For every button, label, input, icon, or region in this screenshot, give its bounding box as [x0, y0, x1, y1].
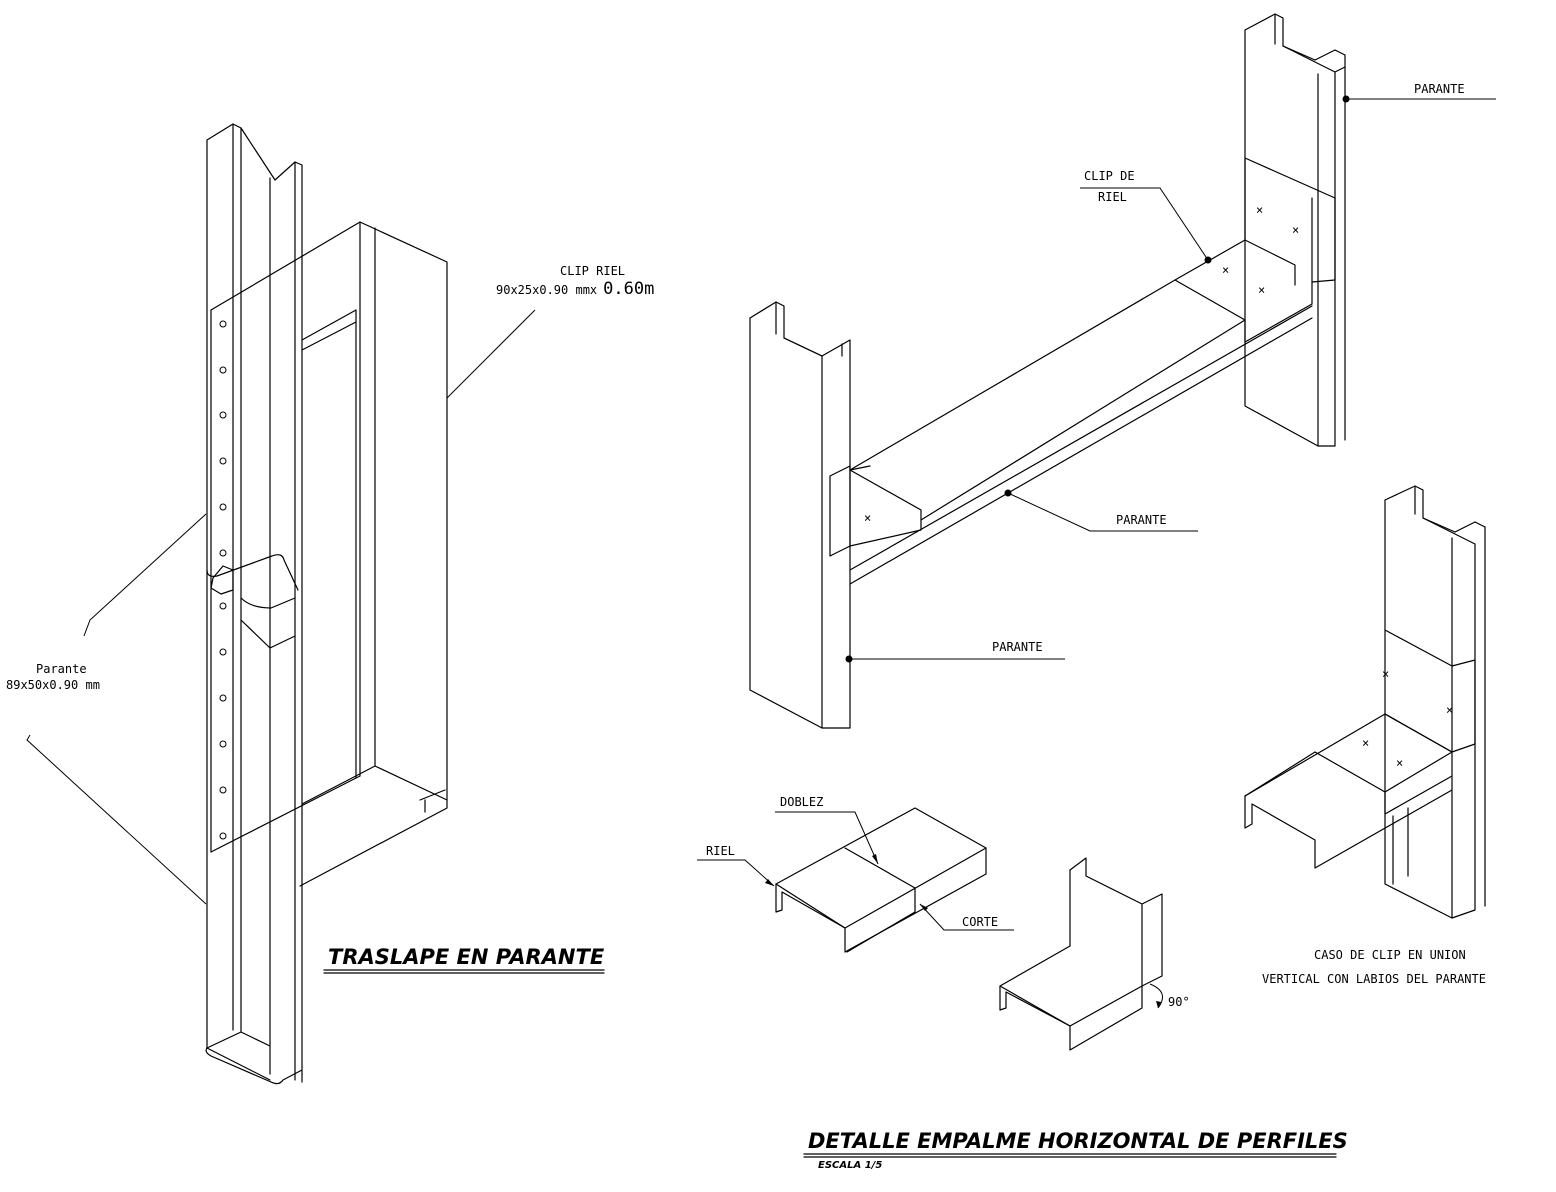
stud-label-line1: Parante: [36, 662, 87, 676]
label-clip-line1: CLIP DE: [1084, 169, 1135, 183]
screw-icon: [219, 648, 227, 656]
stud-top-right: [1244, 13, 1346, 447]
caption-line1: CASO DE CLIP EN UNION: [1314, 948, 1466, 962]
caption-line2: VERTICAL CON LABIOS DEL PARANTE: [1262, 972, 1486, 986]
label-doblez: DOBLEZ: [780, 795, 823, 809]
right-title: DETALLE EMPALME HORIZONTAL DE PERFILES: [808, 1129, 1348, 1153]
screw-icon: [219, 411, 227, 419]
scale-label: ESCALA 1/5: [818, 1160, 882, 1171]
left-title: TRASLAPE EN PARANTE: [328, 945, 605, 969]
stud-horizontal: [849, 239, 1313, 585]
clip-label-line1: CLIP RIEL: [560, 264, 625, 278]
track-cut-piece: [697, 807, 1014, 953]
stud-profile: [205, 123, 303, 1085]
screw-icon: ×: [1362, 736, 1369, 750]
screw-icon: [219, 457, 227, 465]
screw-icon: ×: [1382, 667, 1389, 681]
label-clip-line2: RIEL: [1098, 190, 1127, 204]
label-parante-top: PARANTE: [1414, 82, 1465, 96]
clip-left: [829, 465, 922, 557]
screw-icon: [219, 694, 227, 702]
screws-right: × × × × ×: [864, 203, 1299, 525]
stud-left: [749, 301, 851, 729]
screw-icon: ×: [1396, 756, 1403, 770]
screw-icon: [219, 602, 227, 610]
screw-icon: ×: [1292, 223, 1299, 237]
screw-icon: [219, 366, 227, 374]
screw-icon: [219, 503, 227, 511]
lap-splice: [206, 554, 299, 649]
label-parante-mid: PARANTE: [1116, 513, 1167, 527]
horizontal-splice-detail: × × × × × PARANTE CLIP DE RIEL PARANTE P…: [697, 13, 1496, 1171]
screw-icon: [219, 549, 227, 557]
screw-icon: [219, 832, 227, 840]
screw-icon: [219, 320, 227, 328]
bent-track-piece: [999, 857, 1163, 1051]
screw-icon: ×: [1446, 703, 1453, 717]
label-parante-left: PARANTE: [992, 640, 1043, 654]
leaders-right: [845, 95, 1496, 663]
label-corte: CORTE: [962, 915, 998, 929]
vertical-junction-clip: × × × ×: [1244, 485, 1486, 919]
screw-icon: ×: [1256, 203, 1263, 217]
screw-icon: [219, 786, 227, 794]
screw-icon: [219, 740, 227, 748]
label-riel: RIEL: [706, 844, 735, 858]
screw-icon: ×: [1258, 283, 1265, 297]
screw-hole-column: [219, 320, 227, 840]
screw-icon: ×: [864, 511, 871, 525]
clip-track-box: [210, 221, 448, 887]
label-angle: 90°: [1168, 995, 1190, 1009]
leaders-left: [26, 309, 536, 905]
screw-icon: ×: [1222, 263, 1229, 277]
stud-label-line2: 89x50x0.90 mm: [6, 678, 100, 692]
